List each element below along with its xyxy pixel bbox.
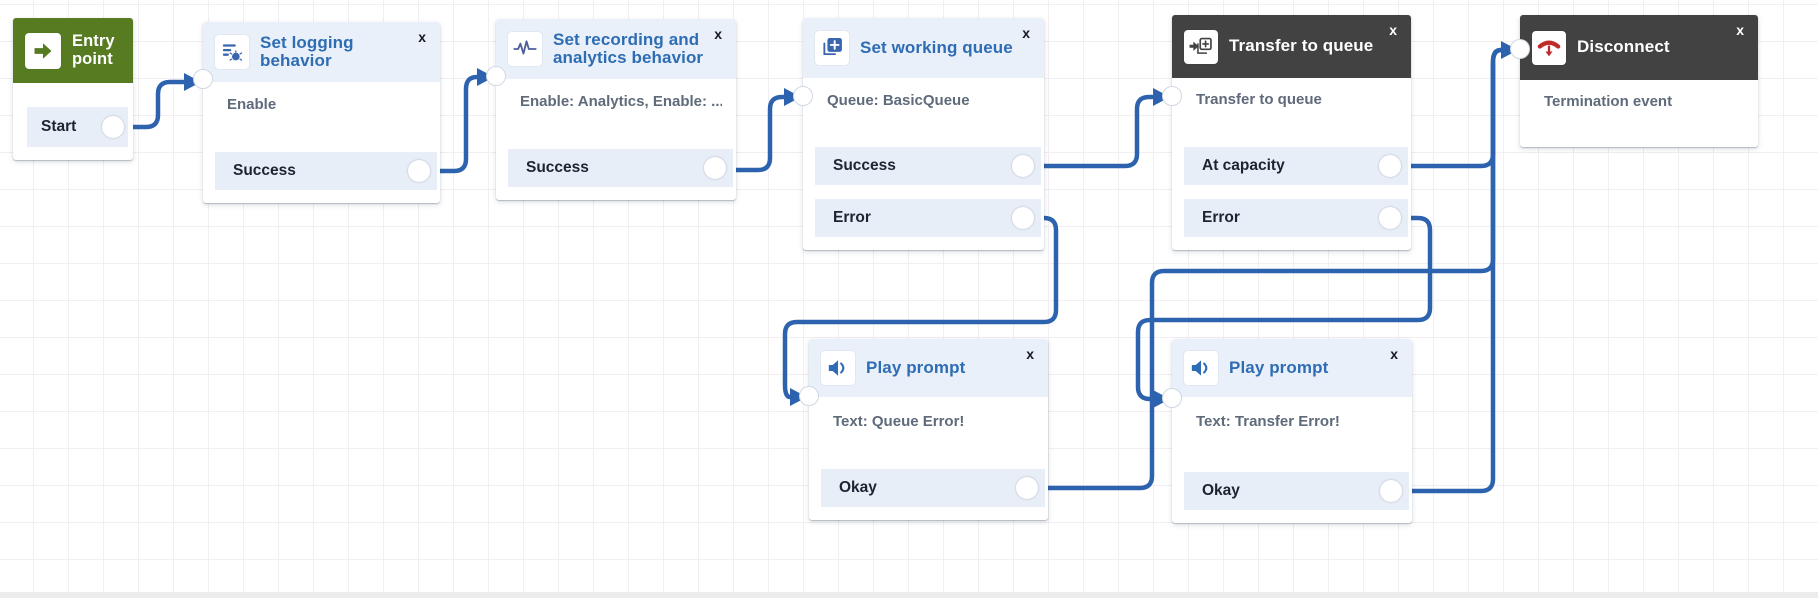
close-button[interactable]: x — [1390, 346, 1398, 362]
node-title: Disconnect — [1577, 37, 1670, 57]
node-descriptor: Enable: Analytics, Enable: ... — [520, 93, 722, 110]
wire-recording-to-queue — [715, 94, 787, 173]
node-header: Play prompt x — [1172, 339, 1412, 397]
close-button[interactable]: x — [418, 29, 426, 45]
node-title: Play prompt — [1229, 357, 1329, 377]
node-header: Disconnect x — [1520, 15, 1758, 80]
output-port[interactable] — [408, 160, 430, 182]
node-title: Set recording and analytics behavior — [553, 29, 704, 67]
wire-queue-error-to-playprompt1 — [782, 215, 1059, 400]
output-row-start: Start — [27, 107, 128, 147]
scroll-strip — [0, 592, 1818, 598]
arrow-into-queue-icon — [1184, 29, 1218, 64]
node-play-prompt-queue-error[interactable]: Play prompt x Text: Queue Error! Okay — [799, 339, 1048, 520]
output-port[interactable] — [1379, 207, 1401, 229]
output-port[interactable] — [704, 157, 726, 179]
node-set-working-queue[interactable]: Set working queue x Queue: BasicQueue Su… — [793, 18, 1044, 250]
row-label: At capacity — [1202, 157, 1285, 174]
input-port[interactable] — [1162, 388, 1182, 408]
node-descriptor: Enable — [227, 96, 277, 113]
input-port[interactable] — [1162, 86, 1182, 106]
node-header: Set recording and analytics behavior x — [496, 19, 736, 79]
hang-up-phone-icon — [1532, 30, 1566, 65]
row-label: Success — [526, 159, 589, 176]
close-button[interactable]: x — [714, 26, 722, 42]
node-descriptor: Queue: BasicQueue — [827, 92, 970, 109]
row-label: Error — [833, 209, 871, 226]
output-row-success: Success — [815, 147, 1041, 185]
output-port[interactable] — [1380, 480, 1402, 502]
speaker-icon — [1184, 351, 1218, 385]
input-port[interactable] — [1510, 39, 1530, 59]
node-play-prompt-transfer-error[interactable]: Play prompt x Text: Transfer Error! Okay — [1162, 339, 1412, 523]
row-label: Success — [833, 157, 896, 174]
close-button[interactable]: x — [1026, 346, 1034, 362]
close-button[interactable]: x — [1389, 22, 1397, 38]
output-port[interactable] — [1016, 477, 1038, 499]
output-row-error: Error — [1184, 199, 1408, 237]
wire-queue-success-to-transfer — [1023, 94, 1155, 169]
wire-playprompt1-okay-to-disconnect — [1027, 47, 1504, 491]
node-descriptor: Termination event — [1544, 93, 1673, 110]
wire-logging-to-recording — [419, 74, 480, 174]
input-port[interactable] — [486, 66, 506, 86]
close-button[interactable]: x — [1736, 22, 1744, 38]
node-title: Set logging behavior — [260, 32, 354, 70]
node-header: Entry point — [13, 18, 133, 83]
node-header: Transfer to queue x — [1172, 15, 1411, 78]
node-title: Play prompt — [866, 357, 966, 377]
input-port[interactable] — [793, 86, 813, 106]
close-button[interactable]: x — [1022, 25, 1030, 41]
output-port[interactable] — [1379, 155, 1401, 177]
row-label: Okay — [1202, 482, 1240, 499]
node-set-logging-behavior[interactable]: Set logging behavior x Enable Success — [193, 22, 440, 203]
node-header: Set working queue x — [803, 18, 1044, 78]
wire-start-to-logging — [114, 79, 187, 130]
wire-transfer-error-to-playprompt2 — [1135, 215, 1433, 402]
output-row-success: Success — [508, 149, 733, 187]
node-title: Transfer to queue — [1229, 36, 1374, 56]
output-port[interactable] — [102, 116, 124, 138]
output-port[interactable] — [1012, 207, 1034, 229]
node-header: Set logging behavior x — [203, 22, 440, 82]
row-label: Okay — [839, 479, 877, 496]
node-descriptor: Text: Queue Error! — [833, 413, 965, 430]
output-row-okay: Okay — [821, 469, 1045, 507]
output-row-at-capacity: At capacity — [1184, 147, 1408, 185]
node-title: Entry point — [72, 31, 115, 68]
node-entry-point[interactable]: Entry point Start — [13, 18, 133, 160]
row-label: Success — [233, 162, 296, 179]
node-transfer-to-queue[interactable]: Transfer to queue x Transfer to queue At… — [1162, 15, 1411, 250]
node-descriptor: Transfer to queue — [1196, 91, 1322, 108]
speaker-icon — [821, 351, 855, 385]
wire-playprompt2-okay-to-disconnect — [1391, 61, 1496, 494]
node-header: Play prompt x — [809, 339, 1048, 397]
node-descriptor: Text: Transfer Error! — [1196, 413, 1340, 430]
output-row-okay: Okay — [1184, 472, 1409, 510]
node-set-recording-analytics[interactable]: Set recording and analytics behavior x E… — [486, 19, 736, 200]
queue-stack-plus-icon — [815, 31, 849, 65]
logging-list-bug-icon — [215, 35, 249, 69]
output-port[interactable] — [1012, 155, 1034, 177]
input-port[interactable] — [799, 386, 819, 406]
output-row-error: Error — [815, 199, 1041, 237]
input-port[interactable] — [193, 69, 213, 89]
entry-arrow-icon — [25, 32, 61, 69]
row-label: Error — [1202, 209, 1240, 226]
row-label: Start — [41, 118, 77, 135]
output-row-success: Success — [215, 152, 437, 190]
node-title: Set working queue — [860, 37, 1013, 57]
node-disconnect[interactable]: Disconnect x Termination event — [1510, 15, 1758, 147]
waveform-icon — [508, 32, 542, 66]
